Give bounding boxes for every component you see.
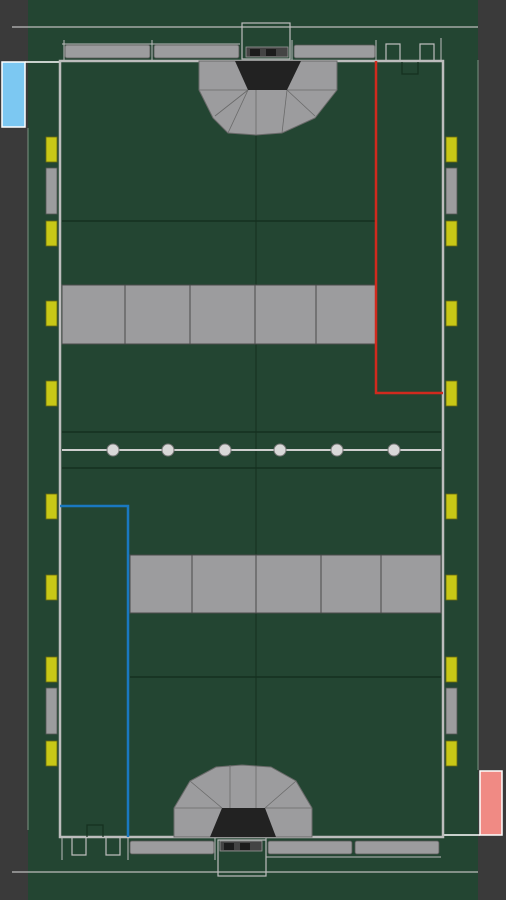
bottom-goal <box>173 764 313 838</box>
barrier-top <box>61 284 377 345</box>
side-marker <box>445 574 458 601</box>
ball <box>161 443 175 457</box>
ball <box>273 443 287 457</box>
barrier-bottom <box>129 554 442 614</box>
side-marker <box>445 740 458 767</box>
side-marker <box>45 740 58 767</box>
center-balls <box>106 443 401 457</box>
side-marker <box>45 300 58 327</box>
bottom-tower <box>217 839 267 877</box>
top-wall-rails <box>62 38 442 75</box>
side-post <box>445 167 458 215</box>
blue-alliance-path <box>60 504 130 837</box>
ball <box>330 443 344 457</box>
bottom-wall-rails <box>61 824 441 860</box>
side-post <box>445 687 458 735</box>
side-marker <box>445 380 458 407</box>
side-marker <box>45 493 58 520</box>
side-marker <box>445 493 458 520</box>
red-alliance-station <box>479 770 503 836</box>
side-post <box>45 167 58 215</box>
side-marker <box>445 136 458 163</box>
top-tower <box>241 22 291 60</box>
left-side-markers <box>45 136 58 767</box>
ball <box>387 443 401 457</box>
ball <box>106 443 120 457</box>
ball <box>218 443 232 457</box>
side-marker <box>45 656 58 683</box>
side-post <box>45 687 58 735</box>
side-marker <box>45 574 58 601</box>
side-marker <box>45 380 58 407</box>
side-marker <box>445 656 458 683</box>
red-alliance-path <box>374 61 443 395</box>
side-marker <box>45 220 58 247</box>
side-marker <box>445 300 458 327</box>
blue-alliance-station <box>1 61 26 128</box>
side-marker <box>445 220 458 247</box>
top-goal <box>198 60 338 136</box>
right-side-markers <box>445 136 458 767</box>
side-marker <box>45 136 58 163</box>
